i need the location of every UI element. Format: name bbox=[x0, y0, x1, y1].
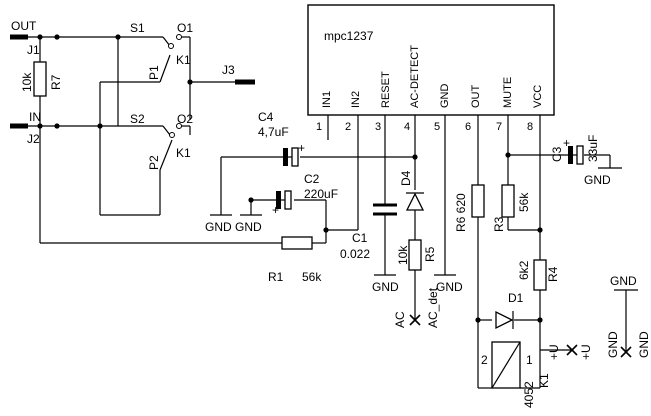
label-plus-c3: + bbox=[563, 136, 570, 150]
label-c1-value: 0.022 bbox=[340, 247, 370, 261]
pin-name-out: OUT bbox=[470, 85, 482, 109]
label-r1-ref: R1 bbox=[268, 270, 284, 284]
junctions bbox=[37, 34, 543, 323]
label-r5-ref: R5 bbox=[423, 246, 437, 262]
pin-num-3: 3 bbox=[375, 121, 381, 133]
label-gnd-top: GND bbox=[610, 274, 637, 288]
ground-symbols bbox=[210, 167, 638, 291]
label-gnd-c1: GND bbox=[372, 280, 399, 294]
label-r6: R6 620 bbox=[454, 193, 468, 232]
label-j3: J3 bbox=[222, 63, 235, 77]
wires bbox=[28, 36, 627, 389]
label-k1-lower: K1 bbox=[176, 146, 191, 160]
ic-name: mpc1237 bbox=[324, 29, 374, 43]
label-j1: J1 bbox=[27, 43, 40, 57]
pin-name-in1: IN1 bbox=[321, 91, 333, 108]
label-plus-u-b: +U bbox=[579, 344, 593, 360]
label-s1: S1 bbox=[130, 21, 145, 35]
label-gnd-c3: GND bbox=[584, 173, 611, 187]
label-c4-ref: C4 bbox=[258, 110, 274, 124]
pin-name-ac-detect: AC-DETECT bbox=[409, 45, 421, 108]
label-o2: O2 bbox=[177, 112, 193, 126]
label-plus-u-a: +U bbox=[547, 344, 561, 360]
labels: OUT J1 IN J2 J3 10k R7 S1 O1 K1 P1 S2 O2… bbox=[11, 19, 651, 408]
label-gnd-a: GND bbox=[205, 220, 232, 234]
diode-d1 bbox=[495, 310, 514, 330]
capacitor-c3 bbox=[568, 145, 584, 165]
label-p2: P2 bbox=[147, 155, 161, 170]
resistor-r7 bbox=[33, 61, 47, 97]
label-k1-upper: K1 bbox=[176, 53, 191, 67]
resistor-r5 bbox=[408, 239, 422, 271]
pin-num-8: 8 bbox=[527, 121, 533, 133]
label-gnd-right: GND bbox=[637, 331, 651, 358]
pin-num-5: 5 bbox=[434, 121, 440, 133]
pin-name-in2: IN2 bbox=[350, 91, 362, 108]
label-r7-value: 10k bbox=[20, 72, 34, 92]
label-gnd-b: GND bbox=[235, 220, 262, 234]
label-coil-value: 4052 bbox=[522, 381, 536, 408]
label-j2: J2 bbox=[27, 132, 40, 146]
ic-pin-names: IN1 IN2 RESET AC-DETECT GND OUT MUTE VCC bbox=[321, 45, 544, 108]
ic-pin-numbers: 1 2 3 4 5 6 7 8 bbox=[316, 121, 533, 133]
capacitor-c2 bbox=[276, 190, 292, 210]
label-ac: AC bbox=[393, 311, 407, 328]
pin-num-2: 2 bbox=[345, 121, 351, 133]
pin-name-mute: MUTE bbox=[502, 77, 514, 108]
resistor-r4 bbox=[533, 259, 547, 291]
pin-num-7: 7 bbox=[496, 121, 502, 133]
diode-d4 bbox=[405, 192, 425, 211]
pin-name-gnd: GND bbox=[439, 84, 451, 109]
pin-num-1: 1 bbox=[316, 121, 322, 133]
label-c2-value: 220uF bbox=[304, 187, 338, 201]
label-plus-c4: + bbox=[298, 141, 305, 155]
label-s2: S2 bbox=[130, 112, 145, 126]
label-coil-pin2: 2 bbox=[481, 353, 488, 367]
label-r3-value: 56k bbox=[517, 192, 531, 212]
pin-num-4: 4 bbox=[404, 121, 410, 133]
resistor-r1 bbox=[281, 236, 313, 250]
label-r1-value: 56k bbox=[302, 270, 322, 284]
relay-contacts bbox=[168, 34, 182, 138]
label-plus-c2: + bbox=[272, 203, 279, 217]
label-gnd-pin5: GND bbox=[436, 280, 463, 294]
label-coil-pin1: 1 bbox=[526, 353, 533, 367]
label-gnd-left: GND bbox=[606, 331, 620, 358]
label-r4-value: 6k2 bbox=[517, 260, 531, 280]
label-o1: O1 bbox=[177, 21, 193, 35]
pin-num-6: 6 bbox=[465, 121, 471, 133]
label-in: IN bbox=[29, 110, 41, 124]
label-d4: D4 bbox=[399, 170, 413, 186]
connector-pins bbox=[10, 34, 255, 129]
terminal-marks bbox=[409, 314, 632, 358]
label-r5-value: 10k bbox=[396, 245, 410, 265]
label-c3-ref: C3 bbox=[550, 146, 564, 162]
label-r4-ref: R4 bbox=[546, 266, 560, 282]
ic-body bbox=[307, 4, 555, 116]
label-p1: P1 bbox=[147, 65, 161, 80]
capacitor-c4 bbox=[283, 147, 299, 167]
label-r3-ref: R3 bbox=[492, 216, 506, 232]
label-c1-ref: C1 bbox=[352, 231, 368, 245]
pin-name-reset: RESET bbox=[380, 71, 392, 108]
label-r7-ref: R7 bbox=[49, 74, 63, 90]
label-c2-ref: C2 bbox=[304, 172, 320, 186]
capacitor-c1 bbox=[373, 203, 397, 216]
label-d1: D1 bbox=[508, 291, 524, 305]
label-c3-value: 33uF bbox=[586, 135, 600, 162]
label-c4-value: 4,7uF bbox=[258, 125, 289, 139]
pin-name-vcc: VCC bbox=[532, 85, 544, 108]
label-coil-ref: K1 bbox=[537, 373, 551, 388]
label-out: OUT bbox=[11, 19, 37, 33]
label-ac-det: AC_det bbox=[426, 287, 440, 328]
resistor-r6 bbox=[471, 184, 485, 218]
resistor-r3 bbox=[501, 184, 515, 218]
relay-coil-k1 bbox=[491, 341, 521, 389]
